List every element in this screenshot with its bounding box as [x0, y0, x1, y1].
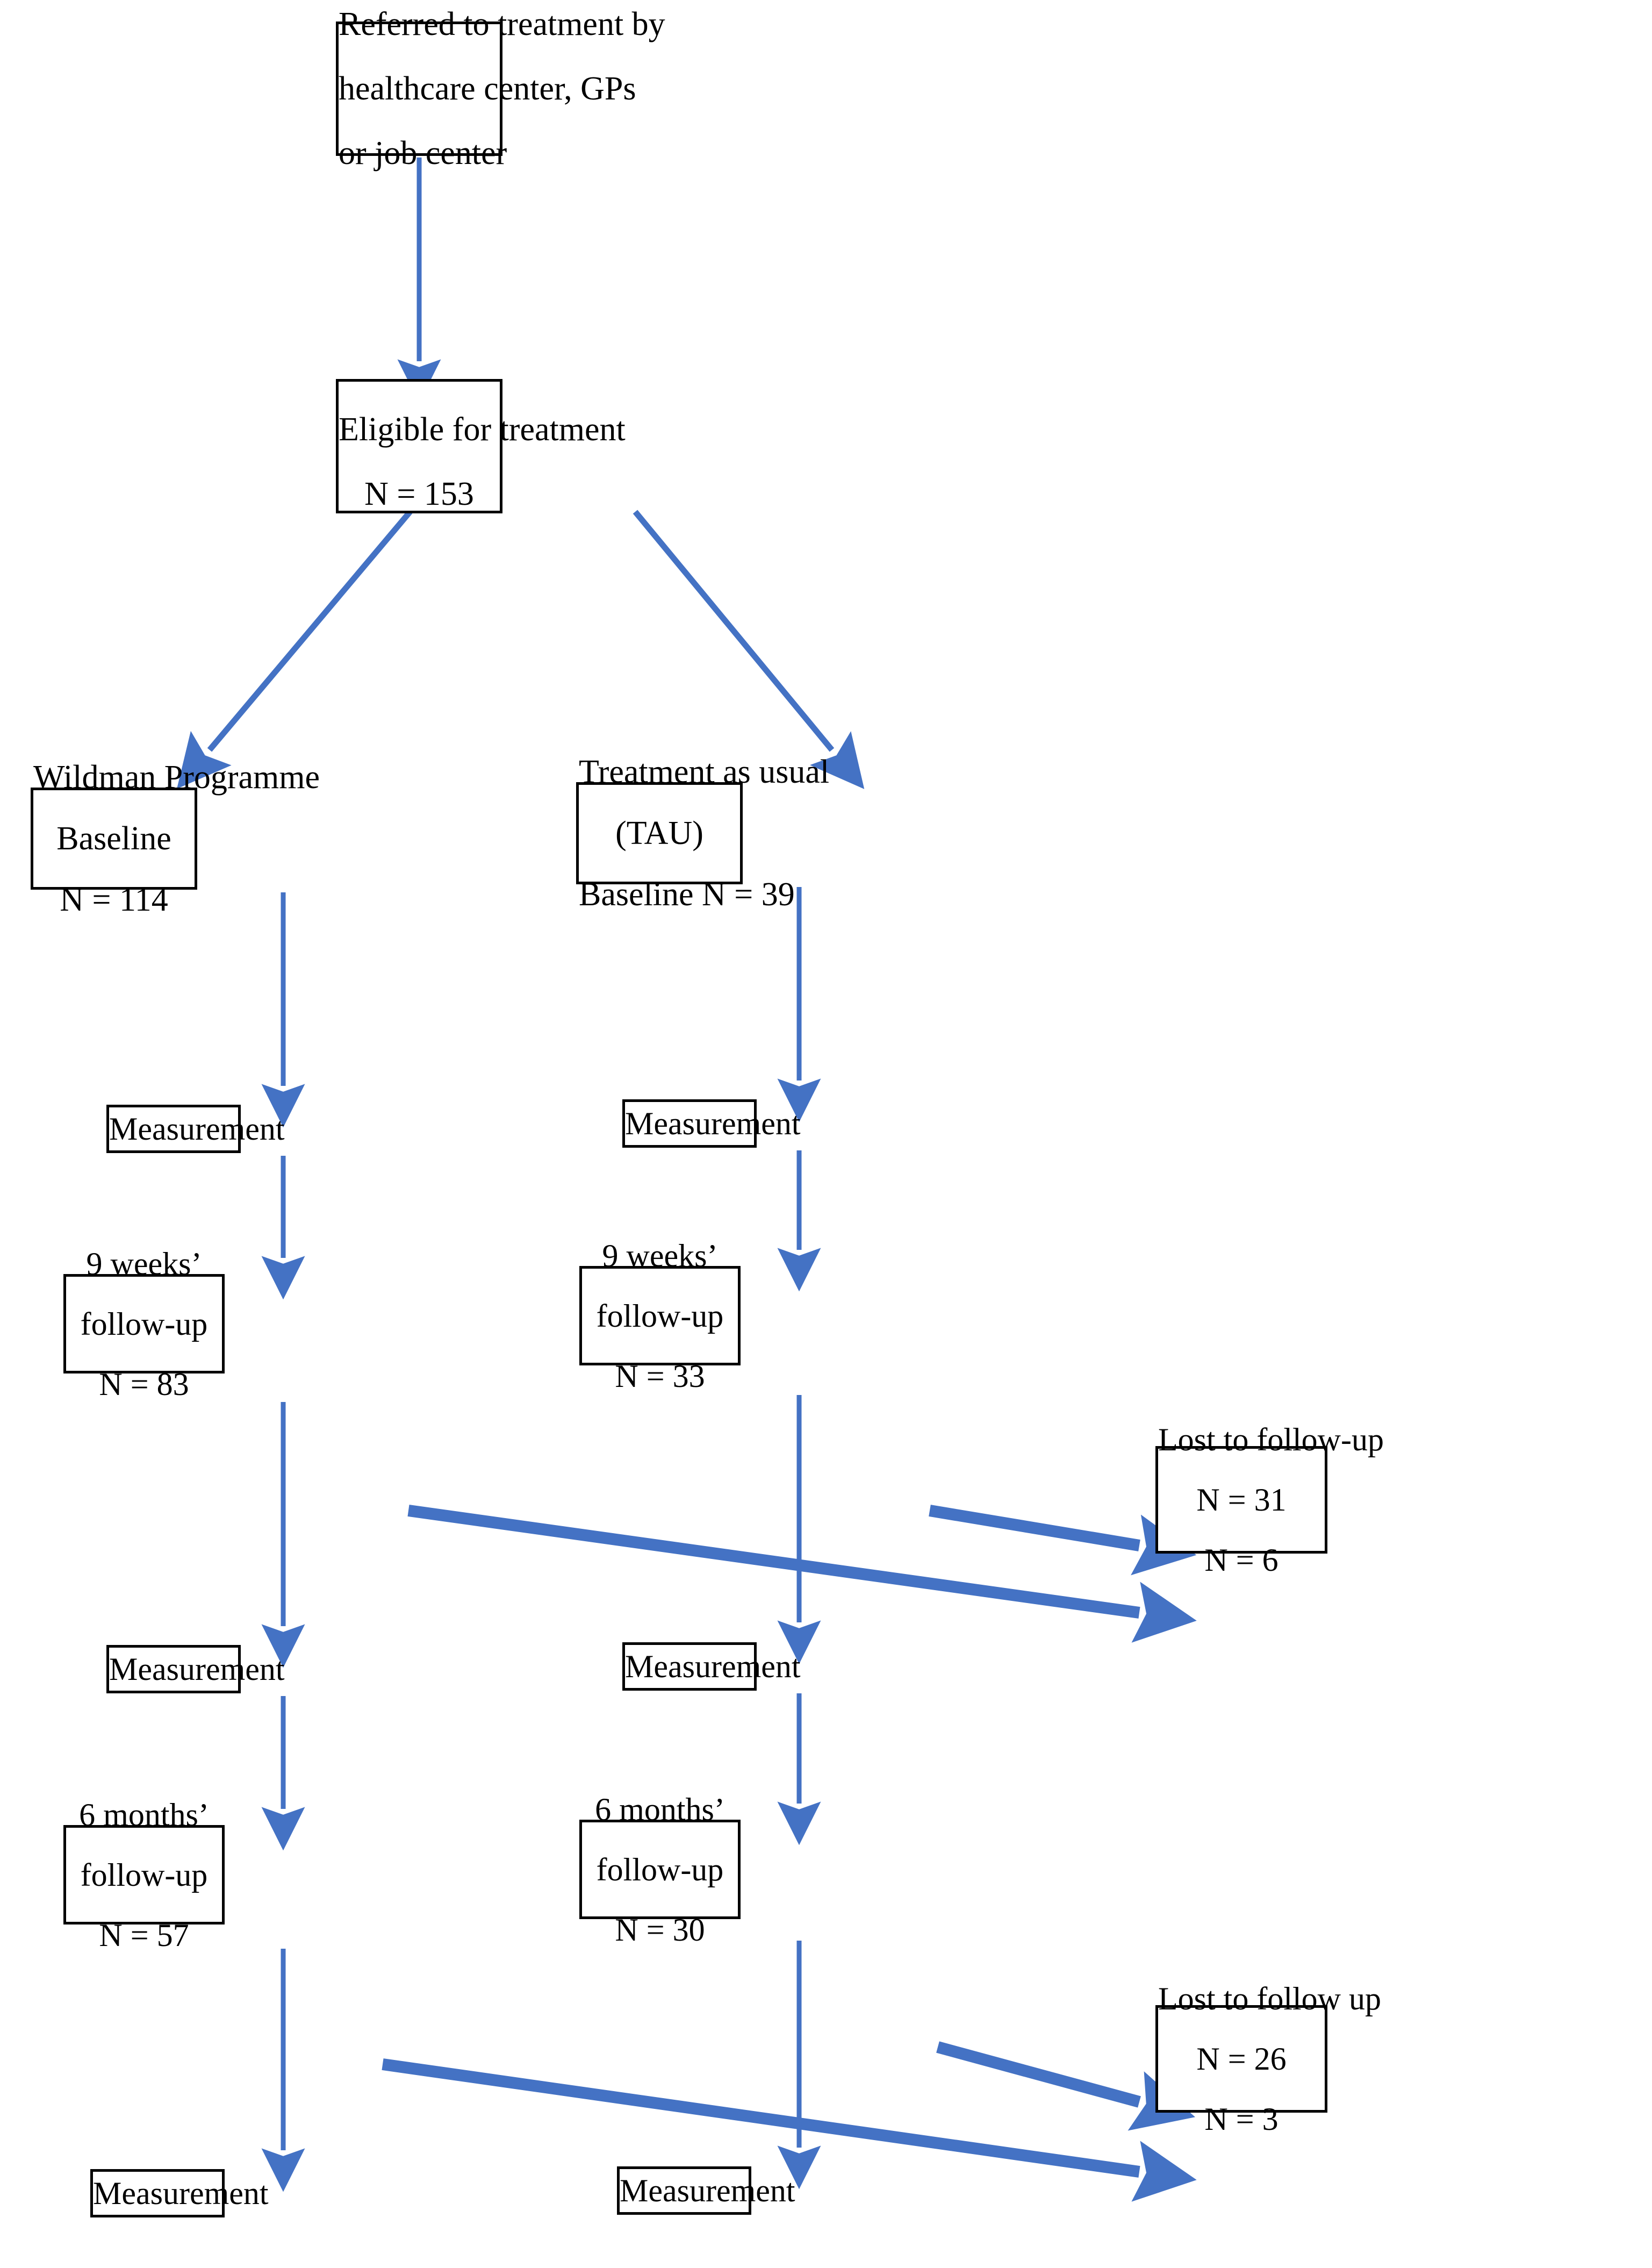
node-tau-line-3: Baseline N = 39: [579, 876, 795, 913]
node-w9-line-1: 9 weeks’: [86, 1246, 202, 1282]
node-measurement-label: Measurement: [109, 1111, 285, 1147]
connector-tau-6months-to-lost-2: [936, 2041, 1196, 2131]
node-wildman-9-weeks-followup: 9 weeks’ follow-up N = 83: [63, 1248, 225, 1400]
connector-eligible-to-wildman: [177, 510, 413, 789]
node-wildman-line-3: N = 114: [60, 882, 168, 918]
node-eligible-line-1: Eligible for treatment: [339, 411, 626, 448]
node-measurement-wildman-3: Measurement: [90, 2169, 269, 2217]
connector-eligible-to-tau: [633, 510, 865, 789]
node-w6-line-2: follow-up: [80, 1857, 208, 1893]
node-measurement-label: Measurement: [93, 2176, 269, 2211]
node-t6-line-2: follow-up: [596, 1851, 724, 1887]
node-lost-to-followup-9-weeks: Lost to follow-up N = 31 N = 6: [1155, 1423, 1384, 1576]
node-wildman-line-1: Wildman Programme: [33, 759, 320, 796]
node-t9-line-2: follow-up: [596, 1298, 724, 1334]
node-lost2-line-3: N = 3: [1204, 2101, 1278, 2137]
node-lost2-line-2: N = 26: [1196, 2041, 1287, 2077]
node-w6-line-3: N = 57: [99, 1917, 189, 1953]
node-t6-line-3: N = 30: [615, 1912, 705, 1948]
node-wildman-baseline: Wildman Programme Baseline N = 114: [31, 761, 320, 917]
node-lost2-line-1: Lost to follow up: [1158, 1981, 1381, 2016]
node-lost1-line-2: N = 31: [1196, 1482, 1287, 1518]
node-t9-line-1: 9 weeks’: [602, 1237, 718, 1273]
node-measurement-label: Measurement: [109, 1651, 285, 1687]
node-referral-line-2: healthcare center, GPs: [339, 70, 636, 107]
node-measurement-label: Measurement: [625, 1106, 801, 1141]
node-tau-6-months-followup: 6 months’ follow-up N = 30: [579, 1793, 741, 1946]
node-measurement-tau-3: Measurement: [617, 2166, 795, 2215]
node-t9-line-3: N = 33: [615, 1358, 705, 1394]
connector-wildman-9weeks-to-lost-1: [407, 1505, 1197, 1643]
node-w9-line-2: follow-up: [80, 1306, 208, 1342]
node-measurement-tau-2: Measurement: [622, 1642, 801, 1691]
node-tau-line-1: Treatment as usual: [579, 754, 830, 790]
node-tau-line-2: (TAU): [615, 815, 703, 852]
node-wildman-line-2: Baseline: [56, 820, 171, 857]
node-referral-line-3: or job center: [339, 135, 507, 171]
node-lost1-line-3: N = 6: [1204, 1542, 1278, 1578]
node-eligible-for-treatment: Eligible for treatment N = 153: [336, 379, 626, 513]
node-w9-line-3: N = 83: [99, 1366, 189, 1402]
connector-wildman-6months-to-lost-2: [382, 2058, 1197, 2202]
node-referral: Referred to treatment by healthcare cent…: [336, 8, 665, 170]
node-wildman-6-months-followup: 6 months’ follow-up N = 57: [63, 1799, 225, 1951]
node-referral-line-1: Referred to treatment by: [339, 6, 665, 42]
node-measurement-label: Measurement: [620, 2173, 795, 2208]
node-measurement-tau-1: Measurement: [622, 1099, 801, 1148]
node-eligible-line-2: N = 153: [364, 476, 474, 512]
node-lost-to-followup-6-months: Lost to follow up N = 26 N = 3: [1155, 1983, 1381, 2135]
node-tau-baseline: Treatment as usual (TAU) Baseline N = 39: [576, 755, 829, 911]
node-measurement-wildman-2: Measurement: [106, 1645, 285, 1693]
node-measurement-wildman-1: Measurement: [106, 1105, 285, 1153]
node-t6-line-1: 6 months’: [595, 1791, 725, 1827]
connector-tau-9weeks-to-lost-1: [929, 1505, 1197, 1576]
node-measurement-label: Measurement: [625, 1649, 801, 1684]
node-tau-9-weeks-followup: 9 weeks’ follow-up N = 33: [579, 1240, 741, 1392]
node-lost1-line-1: Lost to follow-up: [1158, 1422, 1384, 1457]
node-w6-line-1: 6 months’: [79, 1797, 209, 1833]
